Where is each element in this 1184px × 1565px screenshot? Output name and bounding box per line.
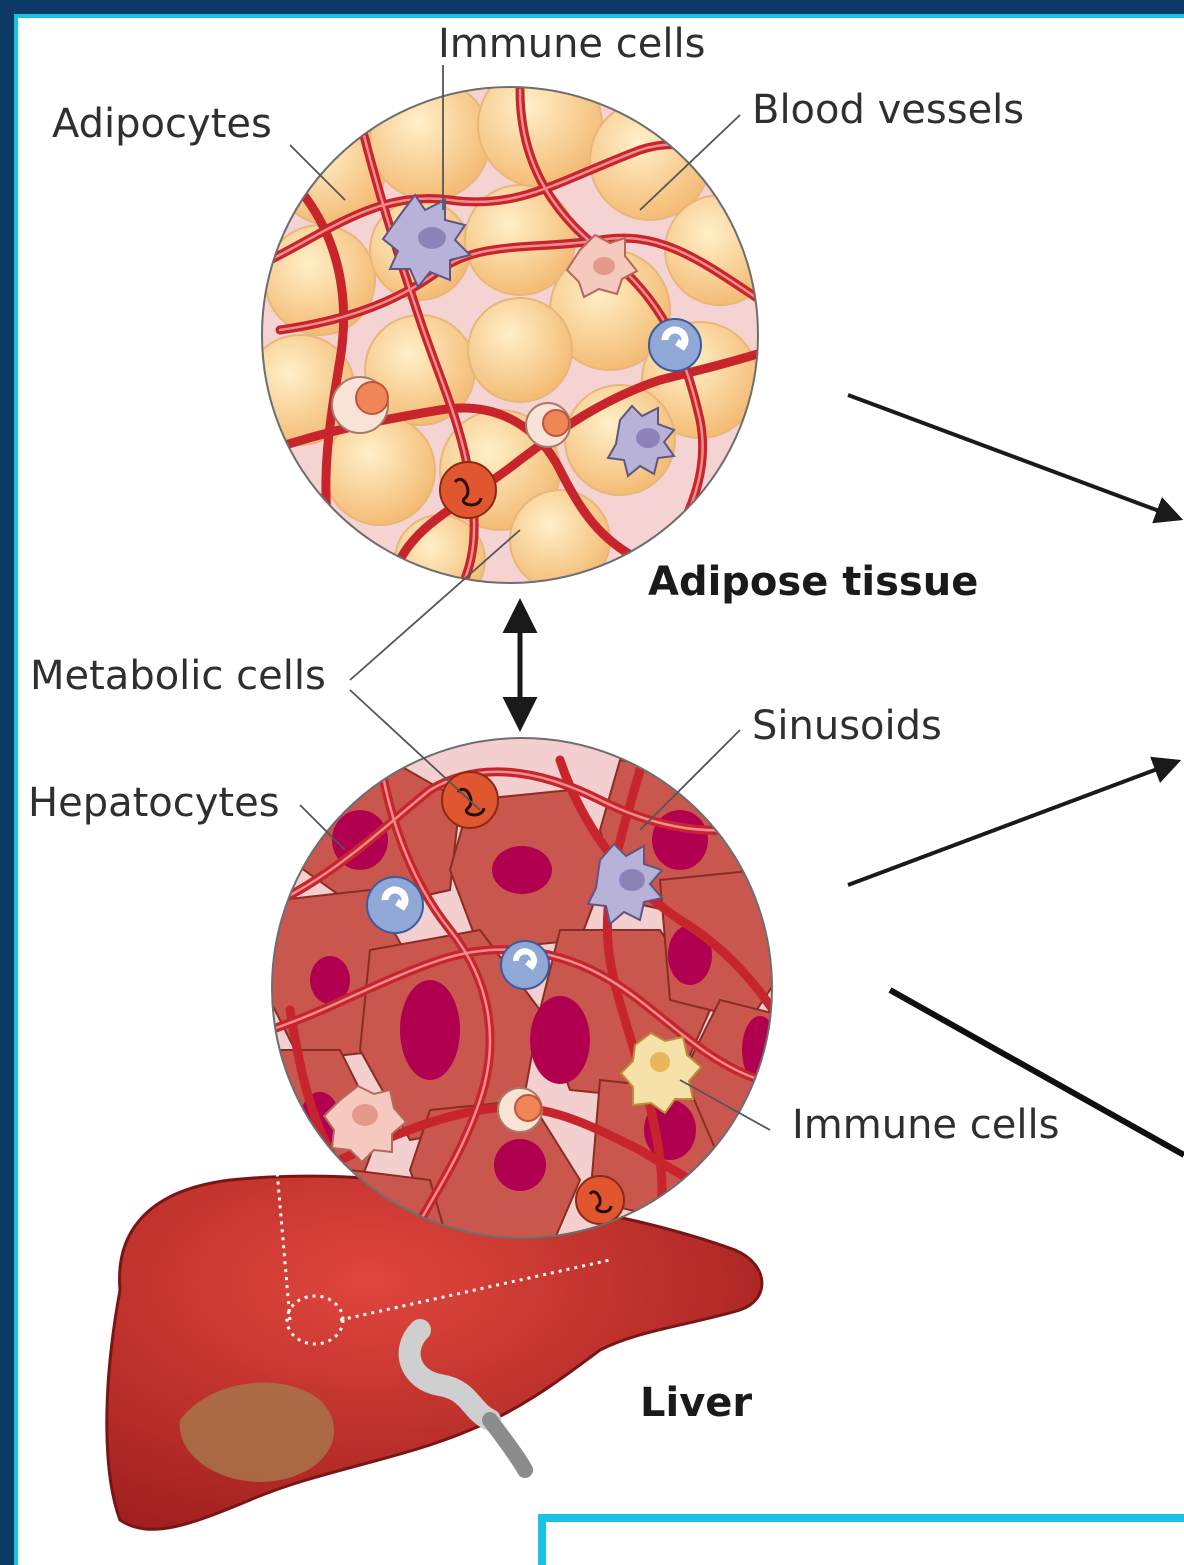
caption-box bbox=[538, 1514, 1184, 1565]
label-adipocytes: Adipocytes bbox=[52, 104, 272, 144]
label-blood-vessels: Blood vessels bbox=[752, 90, 1024, 130]
arrow-adipose-out bbox=[848, 395, 1178, 518]
arrow-liver-out bbox=[848, 762, 1176, 885]
adipose-tissue-circle bbox=[245, 63, 775, 605]
label-immune-cells-top: Immune cells bbox=[438, 24, 705, 64]
label-immune-cells-bottom: Immune cells bbox=[792, 1105, 1059, 1145]
label-sinusoids: Sinusoids bbox=[752, 706, 942, 746]
label-adipose-tissue: Adipose tissue bbox=[648, 562, 978, 602]
label-liver: Liver bbox=[640, 1383, 752, 1423]
label-metabolic-cells: Metabolic cells bbox=[30, 656, 326, 696]
label-hepatocytes: Hepatocytes bbox=[28, 783, 280, 823]
